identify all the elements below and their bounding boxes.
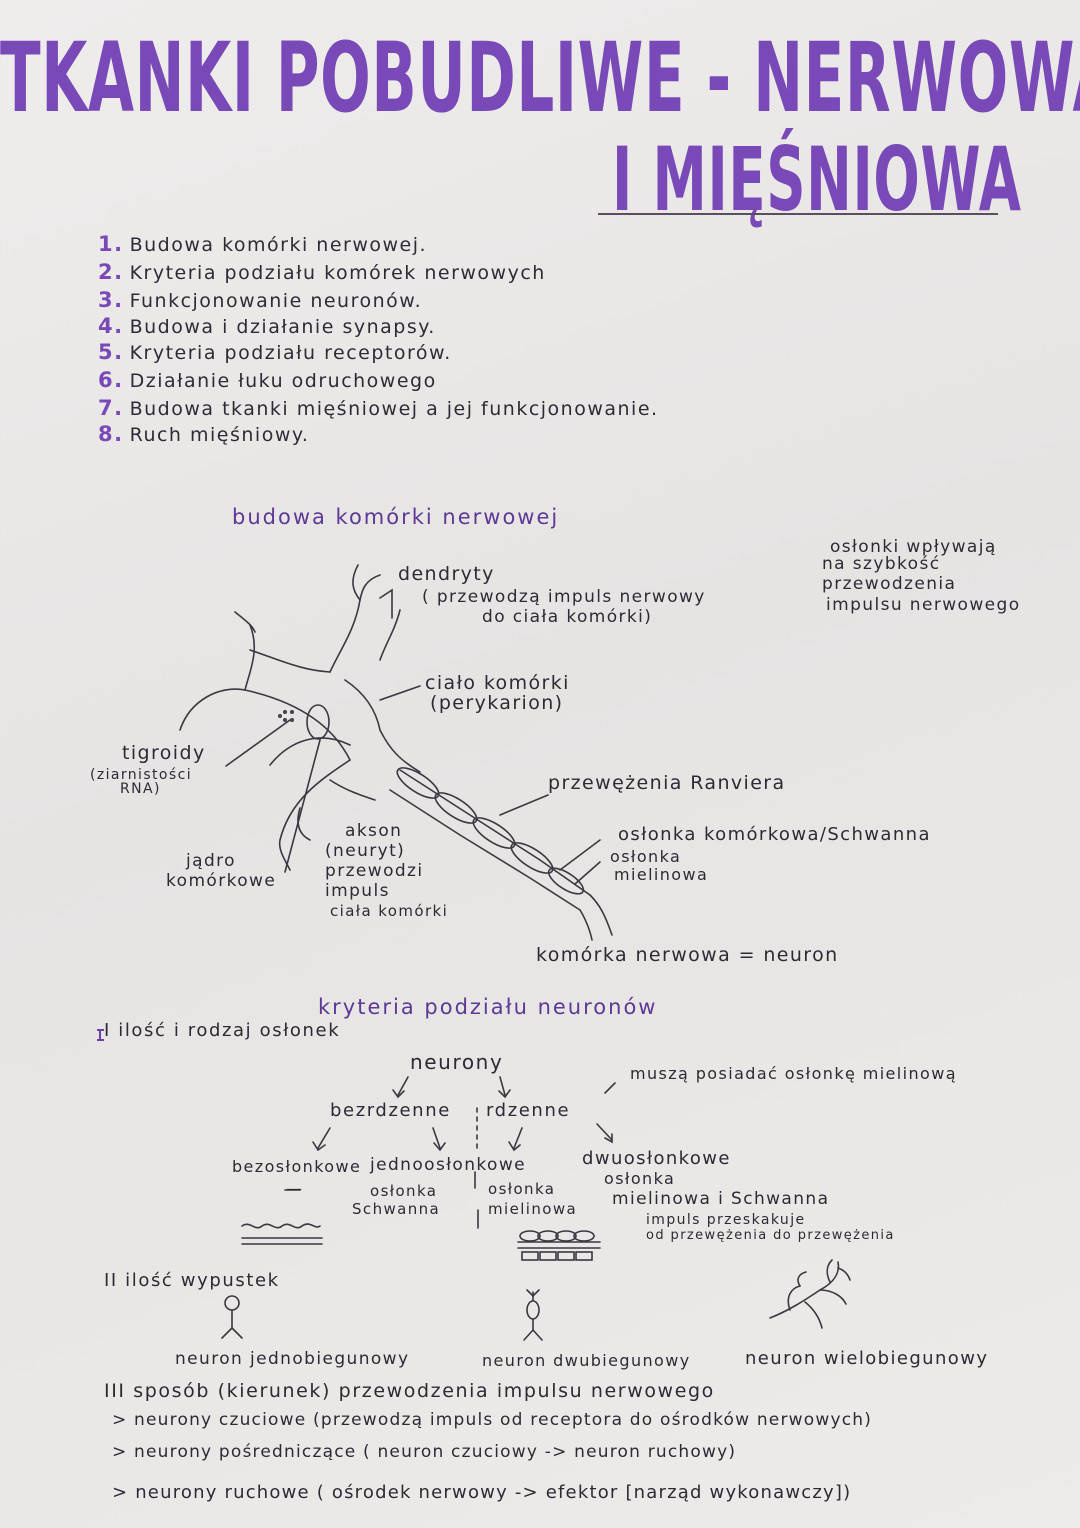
toc-text: Budowa komórki nerwowej. xyxy=(129,234,428,256)
myelin-sheath-label-1: osłonka xyxy=(610,847,682,866)
dendrites-description-1: ( przewodzą impuls nerwowy xyxy=(422,587,706,607)
toc-item: 8.Ruch mięśniowy. xyxy=(98,422,309,446)
toc-item: 6.Działanie łuku odruchowego xyxy=(98,368,437,392)
criterion-3: III sposób (kierunek) przewodzenia impul… xyxy=(104,1380,715,1402)
must-have-myelin-note: muszą posiadać osłonkę mielinową xyxy=(630,1064,957,1083)
toc-text: Kryteria podziału komórek nerwowych xyxy=(129,262,546,284)
toc-item: 3.Funkcjonowanie neuronów. xyxy=(98,288,422,312)
schwann-sheath-option-2: Schwanna xyxy=(352,1200,441,1218)
toc-text: Działanie łuku odruchowego xyxy=(129,370,437,392)
myelin-sheath-label-2: mielinowa xyxy=(614,865,709,884)
multipolar-label: neuron wielobiegunowy xyxy=(745,1348,989,1369)
page-title-line1: TKANKI POBUDLIWE - NERWOWA xyxy=(0,22,1080,134)
toc-item: 2.Kryteria podziału komórek nerwowych xyxy=(98,260,546,284)
schwann-sheath-label: osłonka komórkowa/Schwanna xyxy=(618,824,931,845)
toc-item: 7.Budowa tkanki mięśniowej a jej funkcjo… xyxy=(98,396,659,420)
double-sheath-label: dwuosłonkowe xyxy=(582,1148,731,1169)
toc-number: 2. xyxy=(98,260,124,284)
tigroid-desc-1: (ziarnistości xyxy=(90,767,192,783)
myelin-sheath-option-1: osłonka xyxy=(488,1180,556,1198)
neurons-root: neurony xyxy=(410,1050,504,1074)
toc-number: 5. xyxy=(98,340,124,364)
no-sheath-label: bezosłonkowe xyxy=(232,1157,362,1176)
axon-neuryt-label: (neuryt) xyxy=(325,841,406,861)
saltatory-note-2: od przewężenia do przewężenia xyxy=(646,1228,895,1243)
criterion-2: II ilość wypustek xyxy=(104,1270,280,1291)
axon-desc-1: przewodzi xyxy=(325,861,424,881)
neuron-equation: komórka nerwowa = neuron xyxy=(536,944,839,966)
toc-number: 6. xyxy=(98,368,124,392)
toc-text: Budowa tkanki mięśniowej a jej funkcjono… xyxy=(129,398,659,420)
toc-number: 3. xyxy=(98,288,124,312)
perikaryon-label: (perykarion) xyxy=(430,692,564,714)
sheaths-note-4: impulsu nerwowego xyxy=(826,595,1021,615)
myelinated-label: rdzenne xyxy=(486,1100,571,1121)
criterion-1: I ilość i rodzaj osłonek xyxy=(104,1020,341,1041)
double-sheath-desc-1: osłonka xyxy=(604,1169,676,1188)
toc-item: 4.Budowa i działanie synapsy. xyxy=(98,314,436,338)
toc-number: 8. xyxy=(98,422,124,446)
motor-neurons-bullet: > neurony ruchowe ( ośrodek nerwowy -> e… xyxy=(112,1482,852,1503)
axon-label: akson xyxy=(345,821,403,841)
nucleus-label-2: komórkowe xyxy=(166,871,277,891)
toc-item: 1.Budowa komórki nerwowej. xyxy=(98,232,427,256)
toc-text: Funkcjonowanie neuronów. xyxy=(129,290,423,312)
sheaths-note-2: na szybkość xyxy=(822,554,941,574)
dendrites-label: dendryty xyxy=(398,563,495,585)
toc-number: 7. xyxy=(98,396,124,420)
neuron-section-heading: budowa komórki nerwowej xyxy=(232,505,560,529)
tigroid-label: tigroidy xyxy=(122,742,206,764)
unipolar-label: neuron jednobiegunowy xyxy=(175,1349,410,1369)
tigroid-desc-2: RNA) xyxy=(120,781,161,797)
saltatory-note-1: impuls przeskakuje xyxy=(646,1212,806,1228)
toc-text: Ruch mięśniowy. xyxy=(129,424,310,446)
sensory-neurons-bullet: > neurony czuciowe (przewodzą impuls od … xyxy=(112,1410,873,1430)
title-underline xyxy=(598,213,998,215)
toc-text: Budowa i działanie synapsy. xyxy=(129,316,436,338)
myelin-sheath-option-2: mielinowa xyxy=(488,1200,578,1218)
axon-desc-3: ciała komórki xyxy=(330,902,449,920)
double-sheath-desc-2: mielinowa i Schwanna xyxy=(612,1189,830,1209)
toc-number: 4. xyxy=(98,314,124,338)
single-sheath-label: jednoosłonkowe xyxy=(370,1155,527,1175)
no-sheath-dash: — xyxy=(286,1179,304,1198)
nucleus-label-1: jądro xyxy=(186,851,236,871)
toc-number: 1. xyxy=(98,232,124,256)
criteria-heading: kryteria podziału neuronów xyxy=(318,995,658,1019)
toc-text: Kryteria podziału receptorów. xyxy=(129,342,452,364)
sheaths-note-1: osłonki wpływają xyxy=(830,537,997,557)
interneurons-bullet: > neurony pośredniczące ( neuron czuciow… xyxy=(112,1442,737,1462)
axon-desc-2: impuls xyxy=(325,881,390,901)
unmyelinated-label: bezrdzenne xyxy=(330,1100,451,1121)
toc-item: 5.Kryteria podziału receptorów. xyxy=(98,340,452,364)
cell-body-label: ciało komórki xyxy=(425,672,570,694)
sheaths-note-3: przewodzenia xyxy=(822,574,957,594)
ranvier-nodes-label: przewężenia Ranviera xyxy=(548,772,786,794)
schwann-sheath-option-1: osłonka xyxy=(370,1182,438,1200)
bipolar-label: neuron dwubiegunowy xyxy=(482,1351,691,1370)
dendrites-description-2: do ciała komórki) xyxy=(482,607,653,627)
